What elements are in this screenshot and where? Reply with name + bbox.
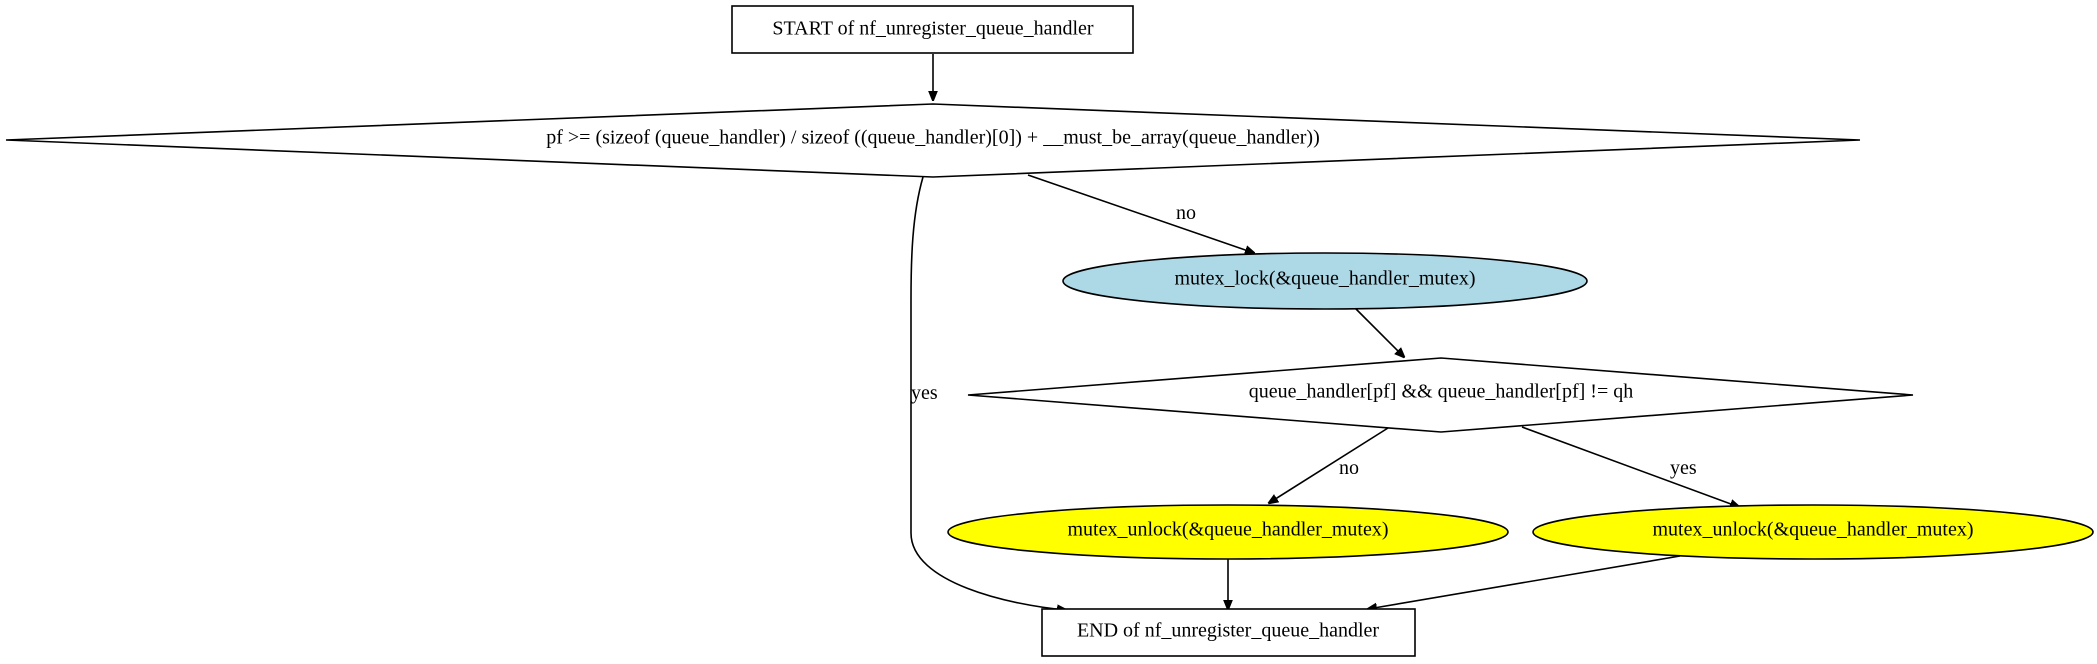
node-lock-label: mutex_lock(&queue_handler_mutex)	[1174, 268, 1475, 290]
node-unlock-yes: mutex_unlock(&queue_handler_mutex)	[1532, 504, 2094, 560]
edge-cond2-to-unlock-no	[1269, 427, 1389, 503]
edges: no yes no yes	[910, 54, 1739, 610]
edge-cond1-to-lock-no	[1027, 174, 1254, 253]
edge-label-cond1-yes: yes	[911, 382, 938, 404]
edge-lock-to-cond2	[1352, 305, 1404, 357]
node-unlock-no-label: mutex_unlock(&queue_handler_mutex)	[1067, 519, 1388, 541]
node-end-label: END of nf_unregister_queue_handler	[1077, 620, 1379, 642]
node-lock: mutex_lock(&queue_handler_mutex)	[1062, 252, 1588, 310]
node-start-label: START of nf_unregister_queue_handler	[772, 18, 1094, 40]
node-cond1: pf >= (sizeof (queue_handler) / sizeof (…	[5, 103, 1861, 178]
node-cond2: queue_handler[pf] && queue_handler[pf] !…	[967, 357, 1914, 433]
edge-label-cond2-no: no	[1339, 457, 1359, 479]
node-unlock-no: mutex_unlock(&queue_handler_mutex)	[947, 504, 1509, 560]
edge-unlock-yes-to-end	[1368, 555, 1681, 609]
edge-label-cond2-yes: yes	[1670, 457, 1697, 479]
node-cond2-label: queue_handler[pf] && queue_handler[pf] !…	[1249, 381, 1633, 403]
node-unlock-yes-label: mutex_unlock(&queue_handler_mutex)	[1652, 519, 1973, 541]
node-cond1-label: pf >= (sizeof (queue_handler) / sizeof (…	[546, 127, 1320, 149]
edge-cond2-to-unlock-yes	[1521, 426, 1739, 507]
node-end: END of nf_unregister_queue_handler	[1041, 608, 1416, 657]
edge-label-cond1-no: no	[1176, 202, 1196, 224]
node-start: START of nf_unregister_queue_handler	[731, 5, 1134, 54]
edge-cond1-to-end-yes	[910, 176, 1066, 610]
